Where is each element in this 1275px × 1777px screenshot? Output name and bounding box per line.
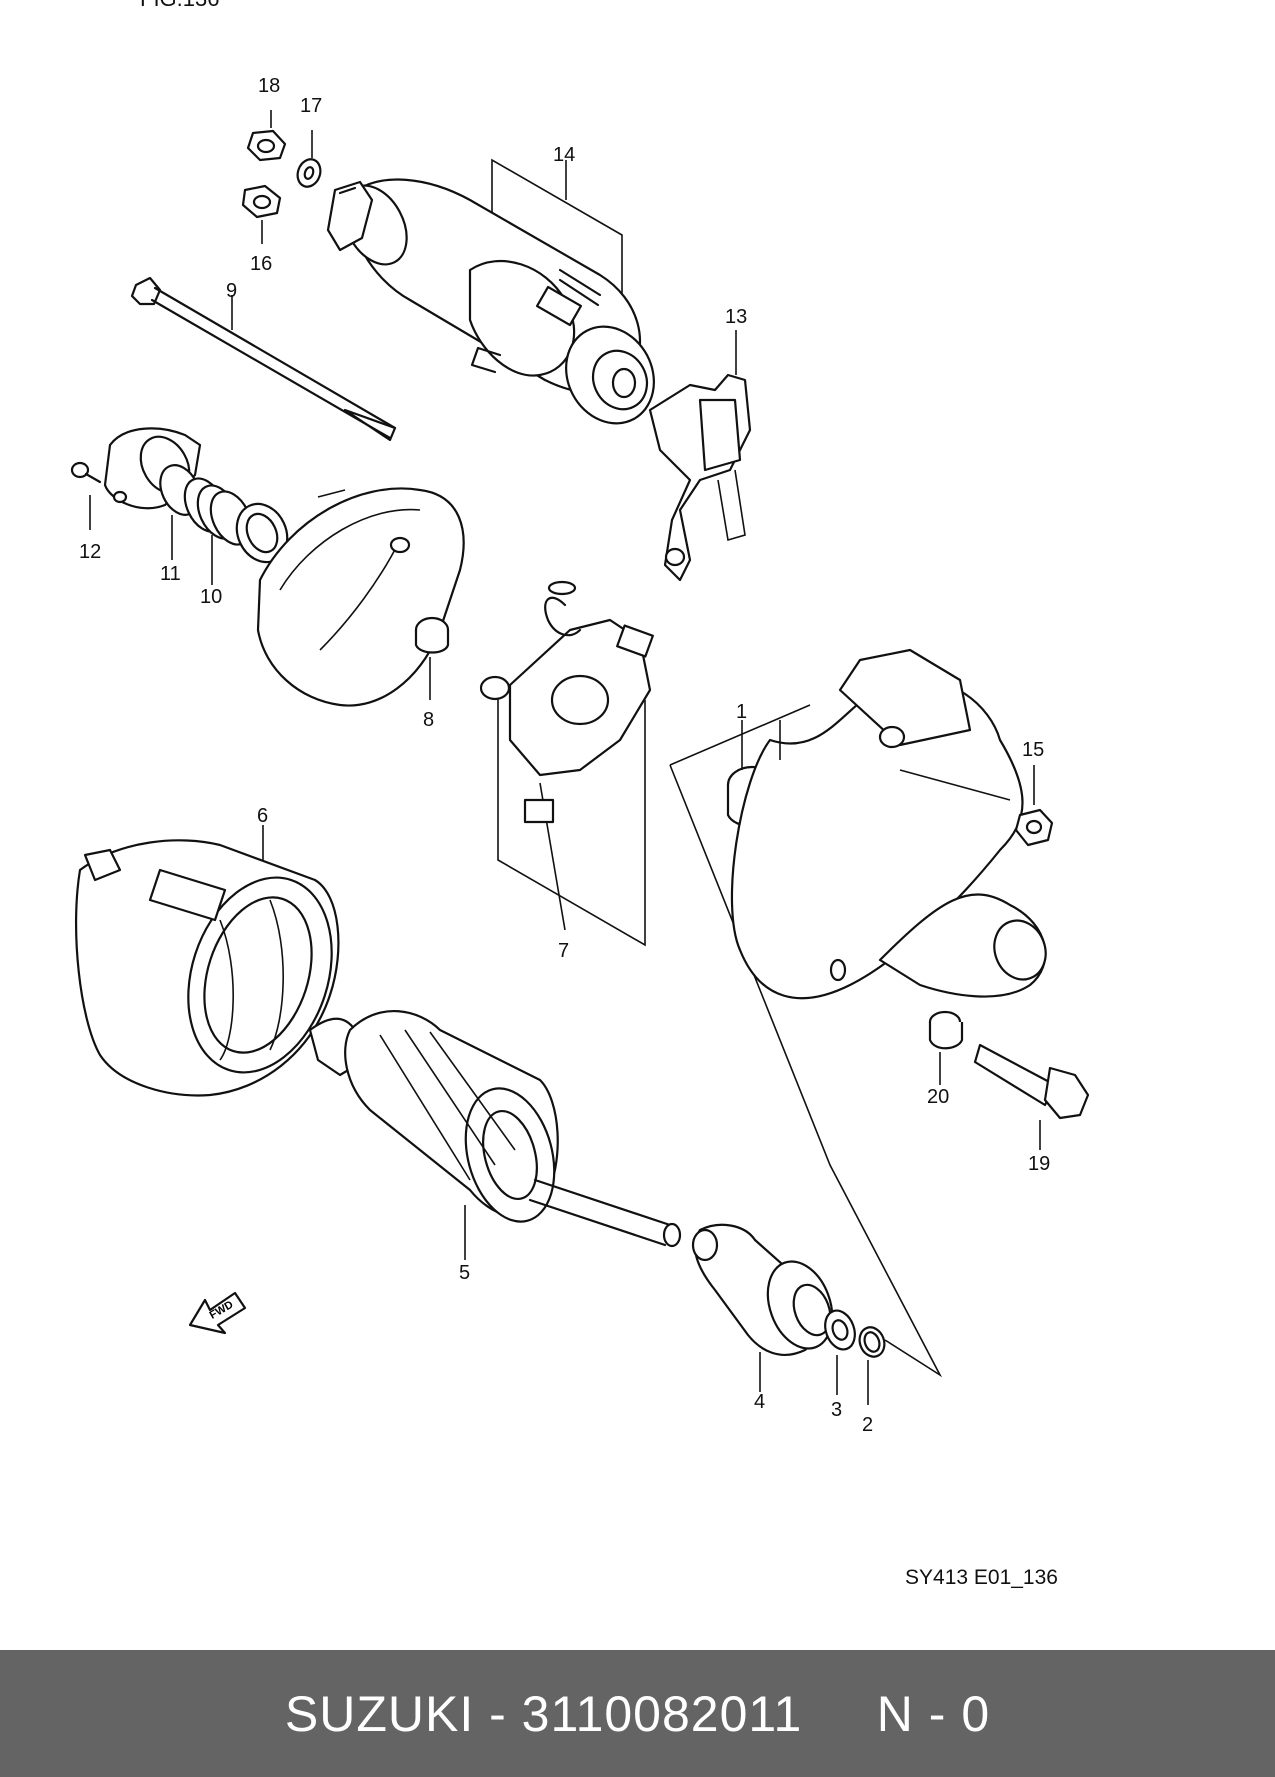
callout-15: 15: [1022, 739, 1044, 761]
callout-1: 1: [736, 701, 747, 723]
callout-17: 17: [300, 95, 322, 117]
callout-18: 18: [258, 75, 280, 97]
front-drive-housing: [669, 648, 1047, 1378]
starter-motor-exploded-diagram: FWD 18 17 14 16 9 13 12 11 10 8 1 15 6 7…: [70, 75, 1090, 1436]
part-3-stop-collar: [824, 1309, 856, 1395]
callout-6: 6: [257, 805, 268, 827]
callout-9: 9: [226, 280, 237, 302]
part-17-washer: [296, 130, 322, 188]
part-9-through-bolt: [130, 276, 397, 442]
callout-10: 10: [200, 586, 222, 608]
diagram-reference-code: SY413 E01_136: [905, 1566, 1058, 1589]
part-19-bolt: [973, 1043, 1090, 1150]
callout-7: 7: [558, 940, 569, 962]
part-12-screw: [70, 461, 102, 530]
callout-19: 19: [1028, 1153, 1050, 1175]
part-20-pin: [928, 1010, 964, 1085]
callout-5: 5: [459, 1262, 470, 1284]
part-number-label: SUZUKI - 3110082011 N - 0: [284, 1685, 991, 1742]
callout-3: 3: [831, 1399, 842, 1421]
part-7-brush-holder: [479, 580, 654, 947]
part-8-bushing: [414, 616, 450, 700]
callout-14: 14: [553, 144, 575, 166]
callout-12: 12: [79, 541, 101, 563]
callout-13: 13: [725, 306, 747, 328]
fwd-arrow-icon: FWD: [188, 1291, 247, 1335]
callout-8: 8: [423, 709, 434, 731]
callout-4: 4: [754, 1391, 765, 1413]
part-4-pinion: [691, 1223, 834, 1392]
part-5-armature: [308, 1009, 682, 1260]
figure-title-fragment: FIG.136: [140, 0, 219, 12]
callout-2: 2: [862, 1414, 873, 1436]
part-15-nut: [1014, 765, 1054, 847]
washer: [235, 502, 289, 564]
part-6-yoke: [74, 825, 340, 1097]
part-13-lever: [648, 330, 752, 582]
callout-11: 11: [160, 563, 181, 585]
footer-bar: SUZUKI - 3110082011 N - 0: [0, 1650, 1275, 1777]
part-16-nut: [241, 184, 282, 244]
part-14-solenoid: [326, 158, 655, 425]
callout-20: 20: [927, 1086, 949, 1108]
rear-end-frame: [256, 487, 465, 707]
callout-16: 16: [250, 253, 272, 275]
part-18-nut: [246, 110, 287, 162]
part-2-snap-ring: [858, 1326, 886, 1405]
